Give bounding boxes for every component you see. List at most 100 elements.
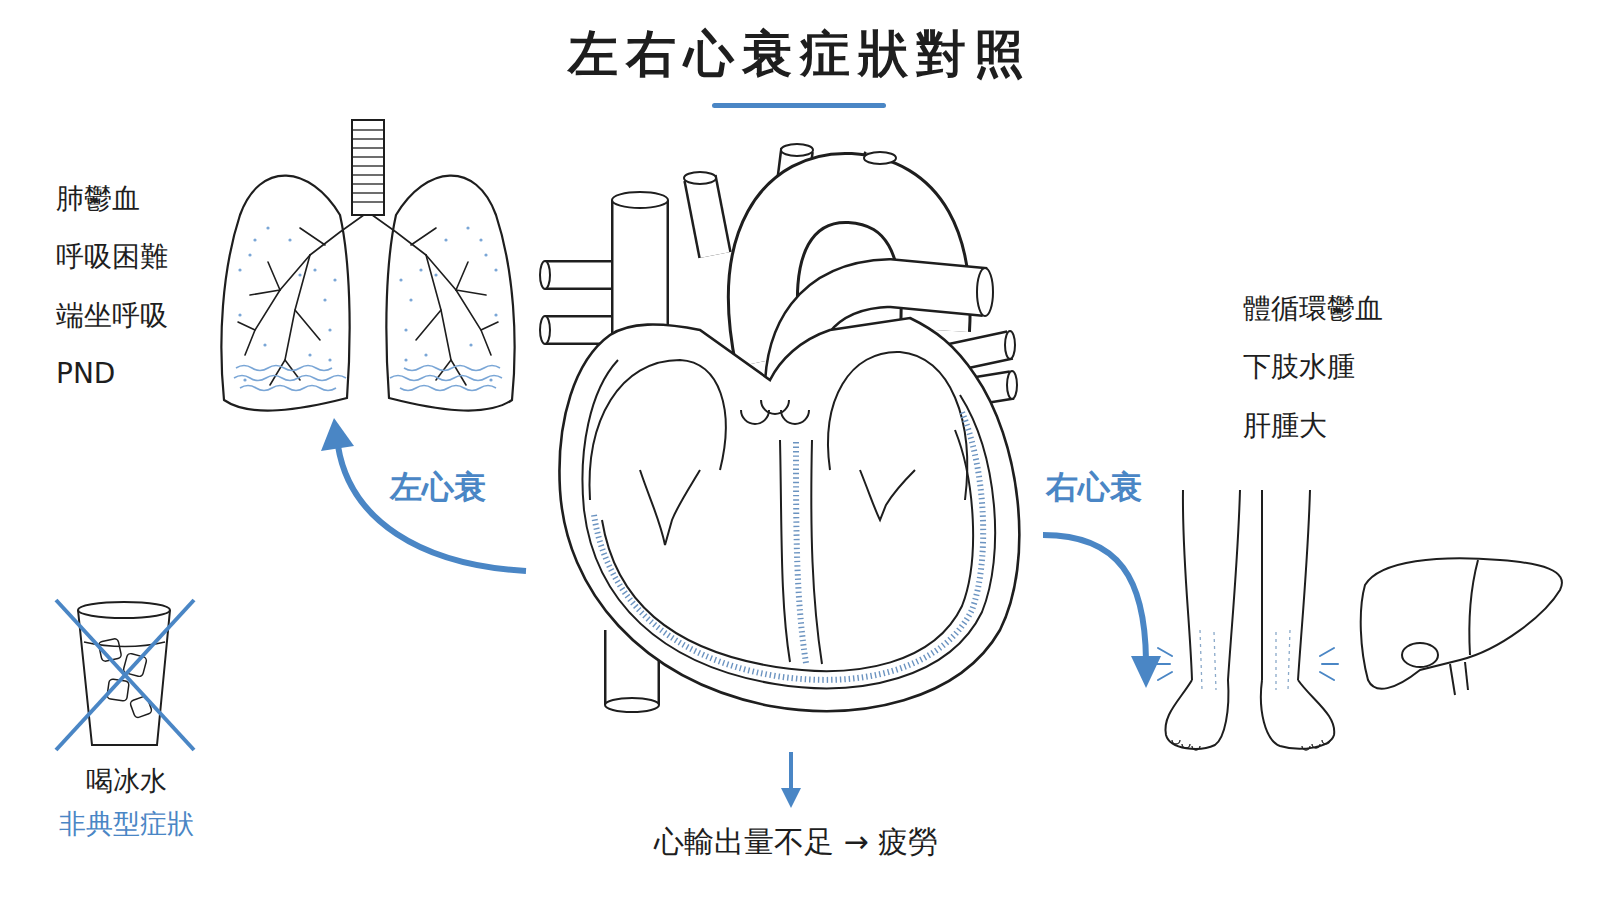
liver-figure-part bbox=[1402, 643, 1438, 667]
legs-figure-part-part bbox=[1158, 672, 1172, 680]
legs-figure-part-part bbox=[1192, 746, 1200, 750]
legs-figure-part bbox=[1183, 490, 1192, 680]
heart-figure-part-part bbox=[684, 172, 716, 184]
symptom-label: 肺鬱血 bbox=[56, 182, 140, 216]
heart-figure-part-part bbox=[602, 430, 973, 671]
glass-icon-part bbox=[78, 602, 170, 618]
lungs-figure-part-part bbox=[352, 129, 384, 130]
heart-figure-part-part bbox=[761, 400, 789, 414]
lungs-figure-part bbox=[352, 130, 384, 202]
liver-figure-part bbox=[1361, 558, 1562, 688]
heart-figure-part-part bbox=[540, 316, 550, 344]
symptom-label: 下肢水腫 bbox=[1243, 350, 1355, 384]
legs-figure-part-part bbox=[1172, 740, 1180, 744]
heart-figure-part-part bbox=[590, 360, 726, 500]
symptom-label: PND bbox=[56, 357, 115, 391]
legs-figure-part-part bbox=[1320, 672, 1334, 680]
arrow-label: 右心衰 bbox=[1046, 468, 1142, 506]
legs-figure-part-part bbox=[1312, 744, 1320, 748]
heart-figure-part-part bbox=[781, 144, 813, 156]
symptom-label: 喝冰水 bbox=[86, 765, 167, 797]
flow-arrows-part bbox=[789, 752, 793, 792]
symptom-label: 非典型症狀 bbox=[59, 808, 194, 840]
glass-icon bbox=[56, 600, 194, 750]
legs-figure-part-part bbox=[1322, 740, 1330, 744]
heart-figure-part-part bbox=[1005, 331, 1015, 359]
heart-figure-part-part bbox=[612, 192, 668, 208]
heart-figure-part-part bbox=[780, 440, 790, 662]
legs-figure-part-part bbox=[1214, 632, 1216, 690]
heart-figure-part-part bbox=[605, 698, 659, 712]
lungs-figure-part-part bbox=[352, 165, 384, 166]
lungs-figure-part-part bbox=[352, 174, 384, 175]
legs-figure-part-part bbox=[1182, 744, 1190, 748]
liver-figure bbox=[1361, 558, 1562, 695]
symptom-label: 肝腫大 bbox=[1243, 409, 1327, 443]
heart-figure-part bbox=[594, 412, 983, 680]
arrow-label: 左心衰 bbox=[390, 468, 486, 506]
legs-figure-part bbox=[1165, 680, 1228, 749]
flow-arrows bbox=[321, 418, 1161, 808]
legs-figure-part-part bbox=[1275, 632, 1276, 690]
liver-figure-part bbox=[1450, 664, 1455, 695]
heart-figure-part bbox=[559, 318, 1019, 711]
legs-figure-part bbox=[1172, 740, 1330, 750]
lungs-figure bbox=[221, 120, 514, 411]
diagram-title: 左右心衰症狀對照 bbox=[0, 24, 1600, 84]
lungs-figure-part bbox=[352, 120, 384, 215]
glass-icon-part bbox=[98, 638, 152, 718]
symptom-label: 端坐呼吸 bbox=[56, 299, 168, 333]
heart-figure-part-part bbox=[1007, 371, 1017, 399]
flow-arrows-part bbox=[781, 788, 801, 808]
lungs-figure-part bbox=[368, 176, 515, 411]
lungs-figure-part-part bbox=[352, 138, 384, 139]
legs-figure-part-part bbox=[1200, 630, 1202, 690]
heart-figure-part bbox=[582, 352, 995, 688]
heart-figure-part-part bbox=[700, 178, 715, 255]
heart-figure-part-part bbox=[864, 152, 896, 164]
glass-icon-part bbox=[56, 600, 194, 750]
legs-figure-part bbox=[1200, 630, 1290, 690]
legs-figure-part-part bbox=[1302, 746, 1310, 750]
heart-figure-part-part bbox=[828, 352, 967, 500]
liver-figure-part bbox=[1465, 662, 1468, 690]
heart-figure-part-part bbox=[700, 178, 715, 255]
heart-figure-part-part bbox=[582, 360, 995, 688]
legs-figure-part-part bbox=[1158, 648, 1172, 656]
glass-icon-part bbox=[56, 600, 194, 750]
legs-figure-part bbox=[1261, 680, 1334, 749]
legs-figure-part-part bbox=[1288, 630, 1290, 690]
heart-figure-part-part bbox=[860, 470, 915, 520]
symptom-label: 心輸出量不足 → 疲勞 bbox=[654, 824, 938, 860]
heart-figure-part-part bbox=[640, 470, 700, 545]
heart-figure-part-part bbox=[781, 410, 809, 424]
heart-figure-part-part bbox=[741, 410, 769, 424]
liver-figure-part bbox=[1469, 560, 1478, 655]
flow-arrows-part bbox=[1043, 535, 1146, 660]
legs-figure-part bbox=[1154, 648, 1338, 680]
flow-arrows-part bbox=[1131, 656, 1161, 688]
legs-figure-part-part bbox=[1322, 663, 1338, 665]
lungs-figure-part-part bbox=[352, 156, 384, 157]
heart-figure-part-part bbox=[540, 261, 550, 289]
lungs-figure-part-part bbox=[352, 192, 384, 193]
lungs-figure-part-part bbox=[352, 147, 384, 148]
lungs-figure-part bbox=[221, 176, 368, 411]
symptom-label: 呼吸困難 bbox=[56, 240, 168, 274]
symptom-label: 體循環鬱血 bbox=[1243, 292, 1383, 326]
lungs-figure-part-part bbox=[352, 183, 384, 184]
heart-figure-part-part bbox=[977, 268, 993, 316]
heart-figure-part-part bbox=[811, 440, 822, 664]
heart-figure-part-part bbox=[594, 412, 983, 680]
heart-figure bbox=[540, 144, 1019, 712]
legs-figure-part bbox=[1228, 490, 1240, 680]
flow-arrows-part bbox=[321, 418, 354, 451]
legs-figure-part bbox=[1298, 490, 1310, 680]
heart-figure-part-part bbox=[796, 442, 806, 663]
flow-arrows-part bbox=[338, 446, 526, 571]
legs-figure-part bbox=[1261, 490, 1263, 680]
legs-figure bbox=[1154, 490, 1338, 750]
lungs-figure-part-part bbox=[352, 201, 384, 202]
